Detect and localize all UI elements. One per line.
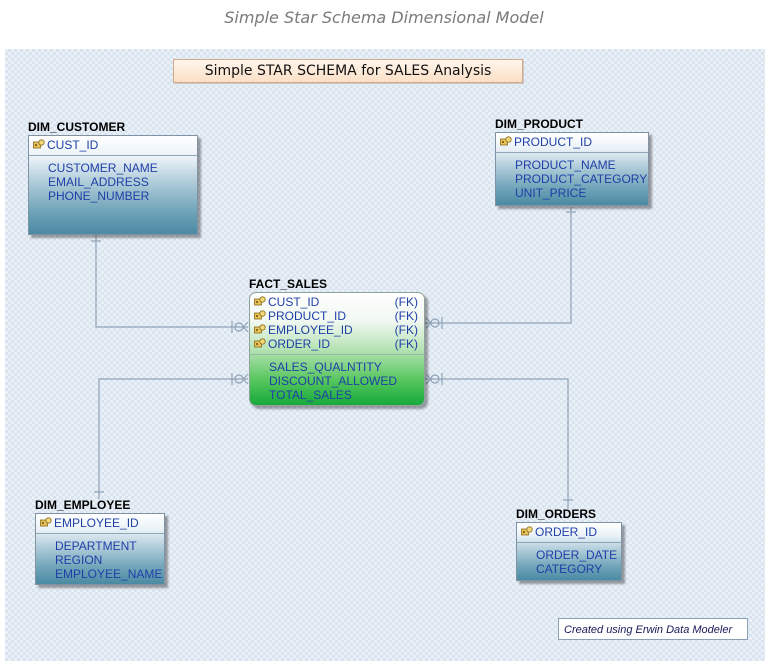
entity-name: DIM_ORDERS (516, 507, 597, 521)
attribute-column-row[interactable]: ORDER_DATE (536, 548, 617, 562)
column-name: SALES_QUALNTITY (269, 360, 382, 374)
key-column-row[interactable]: PRODUCT_ID (500, 135, 644, 149)
column-name: PRODUCT_CATEGORY (515, 172, 648, 186)
key-icon (521, 526, 533, 537)
attribute-column-row[interactable]: REGION (55, 553, 160, 567)
column-name: PHONE_NUMBER (48, 189, 150, 203)
column-name: PRODUCT_NAME (515, 158, 616, 172)
attribute-column-row[interactable]: EMPLOYEE_NAME (55, 567, 163, 581)
column-name: REGION (55, 553, 103, 567)
key-icon (33, 139, 45, 150)
fk-label: (FK) (394, 295, 418, 309)
entity-name: DIM_PRODUCT (495, 117, 584, 131)
attribute-column-row[interactable]: CUSTOMER_NAME (48, 161, 193, 175)
key-column-row[interactable]: PRODUCT_ID (FK) (254, 309, 420, 323)
relationship-customer-sales (95, 234, 248, 328)
page-title: Simple Star Schema Dimensional Model (224, 8, 544, 27)
relationship-lines (91, 207, 576, 509)
relationship-orders-sales (425, 378, 569, 509)
footer-note: Created using Erwin Data Modeler (558, 618, 748, 640)
column-name: EMPLOYEE_ID (54, 516, 139, 530)
column-name: PRODUCT_ID (268, 309, 347, 323)
fk-label: (FK) (394, 323, 418, 337)
key-column-row[interactable]: ORDER_ID (FK) (254, 337, 420, 351)
foreign-key-area: CUST_ID (FK) PRODUCT_ID (FK) EMPLOYEE_ID (FK)… (250, 293, 424, 355)
relationship-product-sales (425, 207, 572, 324)
fk-label: (FK) (394, 309, 418, 323)
column-name: EMPLOYEE_ID (268, 323, 353, 337)
key-column-row[interactable]: ORDER_ID (521, 525, 617, 539)
entity-box[interactable]: CUST_ID (FK) PRODUCT_ID (FK) EMPLOYEE_ID (FK)… (249, 292, 425, 406)
key-icon (254, 338, 266, 349)
column-name: PRODUCT_ID (514, 135, 593, 149)
column-name: UNIT_PRICE (515, 186, 587, 200)
attribute-column-row[interactable]: DEPARTMENT (55, 539, 160, 553)
key-icon (254, 310, 266, 321)
attribute-column-row[interactable]: DISCOUNT_ALLOWED (269, 374, 420, 388)
primary-key-area: PRODUCT_ID (496, 133, 648, 153)
key-column-row[interactable]: EMPLOYEE_ID (40, 516, 160, 530)
column-name: DISCOUNT_ALLOWED (269, 374, 398, 388)
column-name: EMPLOYEE_NAME (55, 567, 163, 581)
entity-name: DIM_CUSTOMER (28, 120, 126, 134)
key-column-row[interactable]: EMPLOYEE_ID (FK) (254, 323, 420, 337)
entity-fact-sales[interactable]: FACT_SALES CUST_ID(FK)PRODUCT_ID(FK)EMPL… (249, 277, 425, 406)
column-name: CUSTOMER_NAME (48, 161, 158, 175)
column-name: EMAIL_ADDRESS (48, 175, 149, 189)
column-name: TOTAL_SALES (269, 388, 352, 402)
entity-name: FACT_SALES (249, 277, 328, 291)
column-name: CUST_ID (268, 295, 320, 309)
attribute-column-row[interactable]: PRODUCT_CATEGORY (515, 172, 648, 186)
key-column-row[interactable]: CUST_ID (FK) (254, 295, 420, 309)
column-name: DEPARTMENT (55, 539, 137, 553)
column-name: ORDER_ID (535, 525, 598, 539)
diagram-canvas[interactable]: Simple STAR SCHEMA for SALES Analysis DI… (5, 49, 765, 661)
key-icon (40, 517, 52, 528)
key-column-row[interactable]: CUST_ID (33, 138, 193, 152)
attribute-column-row[interactable]: TOTAL_SALES (269, 388, 420, 402)
column-name: ORDER_ID (268, 337, 331, 351)
entity-name: DIM_EMPLOYEE (35, 498, 131, 512)
key-icon (254, 296, 266, 307)
column-name: CUST_ID (47, 138, 99, 152)
key-icon (254, 324, 266, 335)
attribute-column-row[interactable]: EMAIL_ADDRESS (48, 175, 193, 189)
fk-label: (FK) (394, 337, 418, 351)
diagram-banner: Simple STAR SCHEMA for SALES Analysis (173, 59, 523, 83)
relationship-employee-sales (98, 378, 248, 499)
attribute-column-row[interactable]: SALES_QUALNTITY (269, 360, 420, 374)
primary-key-area: EMPLOYEE_ID (36, 514, 164, 534)
primary-key-area: ORDER_ID (517, 523, 621, 543)
column-name: CATEGORY (536, 562, 603, 576)
attribute-column-row[interactable]: PRODUCT_NAME (515, 158, 644, 172)
attribute-column-row[interactable]: CATEGORY (536, 562, 617, 576)
key-icon (500, 136, 512, 147)
primary-key-area: CUST_ID (29, 136, 197, 156)
attribute-column-row[interactable]: PHONE_NUMBER (48, 189, 193, 203)
column-name: ORDER_DATE (536, 548, 618, 562)
attribute-column-row[interactable]: UNIT_PRICE (515, 186, 644, 200)
